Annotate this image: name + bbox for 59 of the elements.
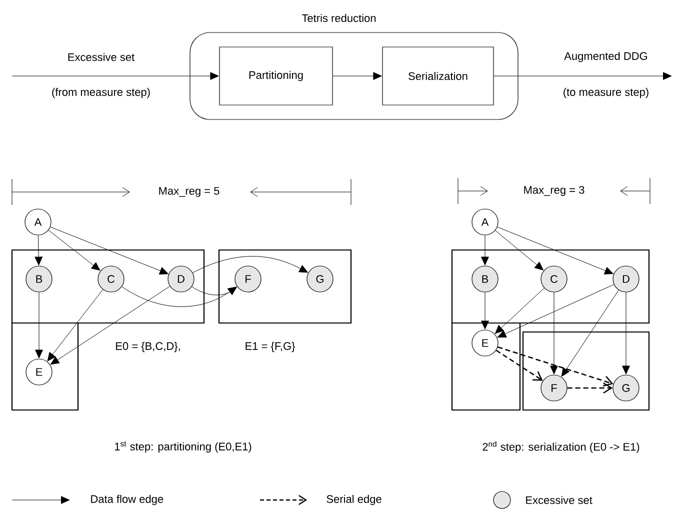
text-label: Max_reg = 3 (524, 186, 584, 196)
arrow (561, 290, 619, 377)
arrow (47, 289, 104, 362)
serial-arrow (567, 382, 613, 394)
edge-label: Augmented DDG (563, 50, 649, 64)
serial-arrow (497, 346, 614, 387)
text-label: 2$^{nd}$ step: serialization (E0 -> E1) (482, 441, 640, 453)
legend-label: Data flow edge (91, 494, 164, 506)
arrow (494, 288, 544, 334)
arrow (550, 292, 558, 374)
partition-box (218, 249, 352, 324)
arrow (192, 256, 308, 273)
arrow (622, 292, 630, 374)
graph-node: B (26, 266, 52, 292)
arrow (50, 226, 168, 274)
arrow (497, 226, 614, 274)
partition-box (522, 331, 650, 411)
arrow (481, 235, 489, 266)
graph-node: F (540, 374, 568, 402)
arrow (50, 286, 170, 365)
graph-node: B (472, 266, 498, 292)
arrow (495, 230, 544, 270)
text-label: (from measure step) (52, 88, 150, 98)
text-label: E0 = {B,C,D}, (116, 342, 180, 352)
legend-label: Excessive set (526, 496, 592, 504)
partition-box (451, 249, 650, 324)
edge-label: Excessive set (66, 52, 136, 62)
text-label: Max_reg = 5 (159, 187, 220, 197)
arrow (35, 292, 43, 358)
graph-node: G (612, 374, 640, 402)
process-box: Serialization (382, 46, 494, 106)
arrow (192, 286, 237, 296)
process-box: Partitioning (219, 46, 333, 106)
graph-node: D (168, 266, 194, 292)
graph-node: F (234, 266, 262, 292)
graph-node: C (98, 266, 124, 292)
group-title: Tetris reduction (302, 14, 376, 22)
graph-node: G (306, 266, 334, 292)
arrow (48, 230, 100, 271)
graph-node: E (26, 358, 52, 386)
graph-node: D (612, 266, 640, 292)
graph-node: A (24, 208, 52, 236)
partition-box (11, 322, 79, 411)
serial-arrow (496, 350, 543, 381)
legend-label: Serial edge (326, 494, 382, 506)
graph-node: E (472, 330, 498, 356)
text-label: 1$^{st}$ step: partitioning (E0,E1) (114, 441, 252, 453)
graph-node: C (540, 266, 568, 292)
arrow (332, 72, 382, 80)
arrow (12, 72, 219, 80)
arrow (494, 72, 672, 80)
partition-box (11, 249, 205, 324)
arrow (481, 292, 489, 330)
text-label: (to measure step) (564, 88, 648, 98)
arrow (34, 235, 43, 266)
partition-box (451, 322, 521, 411)
graph-node: A (472, 208, 498, 236)
text-label: E1 = {F,G} (246, 342, 296, 352)
arrow (497, 284, 614, 338)
